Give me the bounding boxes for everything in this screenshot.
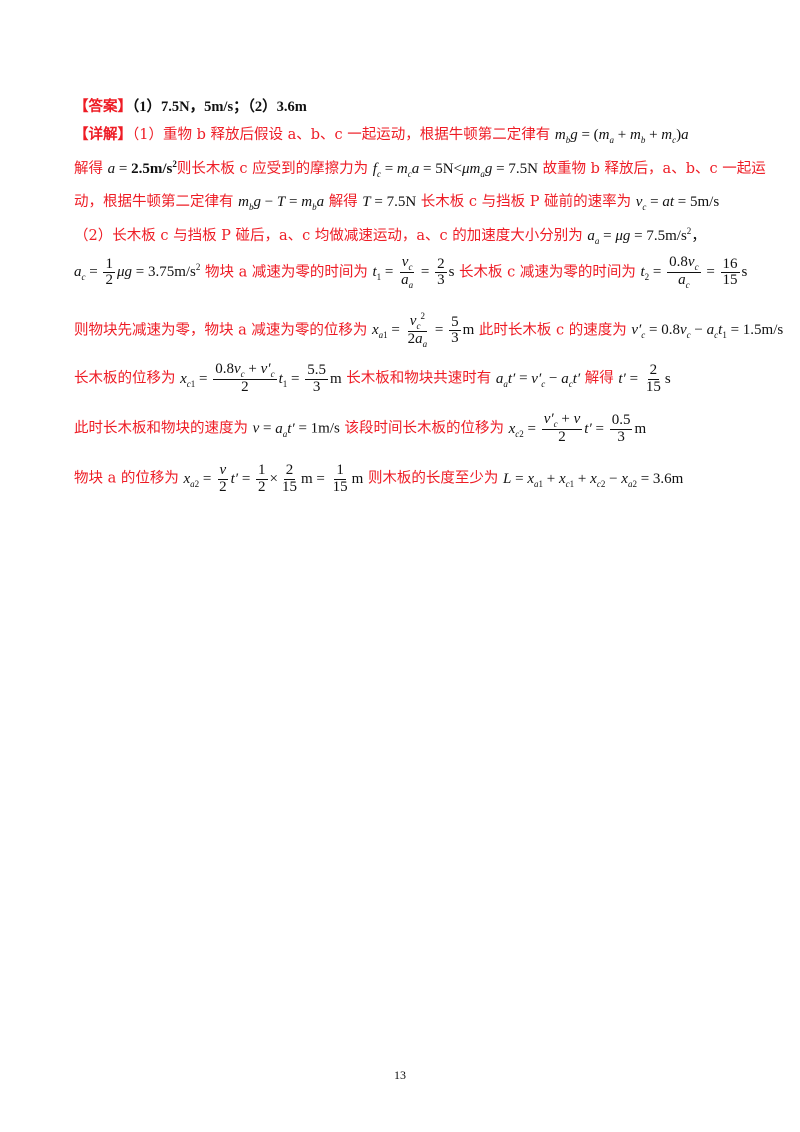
- detail-text-5b: 长木板 c 减速为零的时间为: [459, 264, 636, 281]
- detail-text-3c: 长木板 c 与挡板 P 碰前的速率为: [420, 194, 632, 210]
- detail-line-3: 动，根据牛顿第二定律有 mbg − T = mba 解得 T = 7.5N 长木…: [74, 190, 740, 212]
- detail-line-2: 解得 a = 2.5m/s2则长木板 c 应受到的摩擦力为 fc = mca =…: [74, 157, 766, 179]
- detail-text-8b: 该段时间长木板的位移为: [344, 420, 504, 437]
- equation-newton-1: mbg = (ma + mb + mc)a: [554, 127, 689, 145]
- equation-L: L = xa1 + xc1 + xc2 − xa2 = 3.6m: [503, 470, 684, 489]
- detail-line-8: 此时长木板和物块的速度为 v = aat′ = 1m/s 该段时间长木板的位移为…: [74, 411, 740, 446]
- detail-text-2b: 则长木板 c 应受到的摩擦力为: [176, 161, 369, 177]
- detail-line-4: （2）长木板 c 与挡板 P 碰后，a、c 均做减速运动，a、c 的加速度大小分…: [74, 224, 740, 246]
- detail-line-1: 【详解】（1）重物 b 释放后假设 a、b、c 一起运动，根据牛顿第二定律有 m…: [74, 123, 740, 145]
- page-number: 13: [394, 1068, 406, 1082]
- detail-text-1: （1）重物 b 释放后假设 a、b、c 一起运动，根据牛顿第二定律有: [132, 127, 551, 143]
- detail-text-2c: 故重物 b 释放后，a、b、c 一起运: [542, 161, 766, 177]
- detail-text-7a: 长木板的位移为: [74, 370, 176, 387]
- detail-text-6b: 此时长木板 c 的速度为: [478, 322, 627, 339]
- equation-aa: aa = μg = 7.5m/s2，: [587, 226, 707, 246]
- detail-text-7b: 长木板和物块共速时有: [346, 370, 492, 387]
- detail-text-3b: 解得: [328, 194, 358, 210]
- detail-text-4a: （2）长木板 c 与挡板 P 碰后，a、c 均做减速运动，a、c 的加速度大小分…: [74, 228, 583, 244]
- equation-tension: mbg − T = mba: [238, 194, 325, 212]
- detail-text-3a: 动，根据牛顿第二定律有: [74, 194, 234, 210]
- detail-text-7c: 解得: [584, 370, 614, 387]
- answer-line: 【答案】（1）7.5N，5m/s；（2）3.6m: [74, 95, 740, 116]
- equation-vc: vc = at = 5m/s: [635, 194, 720, 212]
- answer-label: 【答案】: [74, 98, 132, 115]
- detail-text-5a: 物块 a 减速为零的时间为: [205, 264, 368, 281]
- equation-v: v = aat′ = 1m/s: [252, 420, 340, 439]
- equation-common-speed: aat′ = v′c − act′: [495, 370, 581, 389]
- equation-vc-prime: v′c = 0.8vc − act1 = 1.5m/s: [631, 322, 784, 341]
- answer-content: （1）7.5N，5m/s；（2）3.6m: [132, 99, 307, 115]
- detail-label: 【详解】: [74, 126, 132, 143]
- detail-text-9a: 物块 a 的位移为: [74, 470, 179, 487]
- detail-text-8a: 此时长木板和物块的速度为: [74, 420, 248, 437]
- equation-T: T = 7.5N: [362, 194, 417, 210]
- equation-a: a = 2.5m/s2: [107, 159, 177, 177]
- detail-text-9b: 则木板的长度至少为: [367, 470, 499, 487]
- equation-friction: fc = mca = 5N<μmag = 7.5N: [372, 161, 538, 179]
- detail-text-6a: 则物块先减速为零，物块 a 减速为零的位移为: [74, 322, 368, 339]
- detail-text-2a: 解得: [74, 161, 103, 177]
